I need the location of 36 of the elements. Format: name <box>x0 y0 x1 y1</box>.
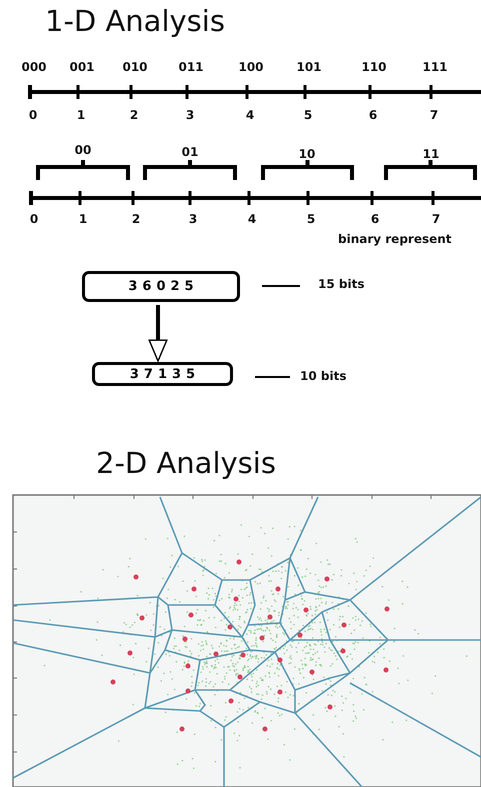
tick-label: 5 <box>306 212 316 226</box>
arrow <box>148 305 168 362</box>
tick-label: 4 <box>248 212 256 226</box>
tick-label: 5 <box>304 108 312 122</box>
bit-count-text: 15 bits <box>318 277 364 291</box>
tick-label: 1 <box>76 108 86 122</box>
title: 1-D Analysis <box>45 4 225 38</box>
tick-label: 0 <box>28 108 38 122</box>
group-code-label: 11 <box>422 147 440 161</box>
tick-label: 3 <box>188 212 198 226</box>
tick-label: 4 <box>246 108 254 122</box>
number-box: 36025 <box>82 271 240 302</box>
binary-code-label: 010 <box>122 60 148 74</box>
binary-code-label: 100 <box>238 60 264 74</box>
tick-label: 2 <box>130 108 138 122</box>
group-code-label: 10 <box>298 147 316 161</box>
binary-code-label: 001 <box>69 60 95 74</box>
bit-count-text: 10 bits <box>300 369 346 383</box>
binary-code-label: 011 <box>178 60 204 74</box>
number-box: 37135 <box>92 362 233 386</box>
tick-label: 1 <box>78 212 88 226</box>
tick-label: 6 <box>368 108 378 122</box>
tick-label: 2 <box>132 212 140 226</box>
section-heading: 2-D Analysis <box>96 446 276 480</box>
binary-code-label: 000 <box>21 60 47 74</box>
tick-label: 7 <box>430 108 438 122</box>
tick-label: 3 <box>186 108 194 122</box>
binary-code-label: 110 <box>361 60 387 74</box>
tick-label: 0 <box>30 212 38 226</box>
binary-code-label: 101 <box>296 60 322 74</box>
tick-label: 7 <box>432 212 440 226</box>
binary-code-label: 111 <box>422 60 448 74</box>
tick-label: 6 <box>370 212 380 226</box>
axis-caption: binary represent <box>338 232 452 246</box>
group-code-label: 01 <box>182 145 198 159</box>
group-code-label: 00 <box>74 143 92 157</box>
